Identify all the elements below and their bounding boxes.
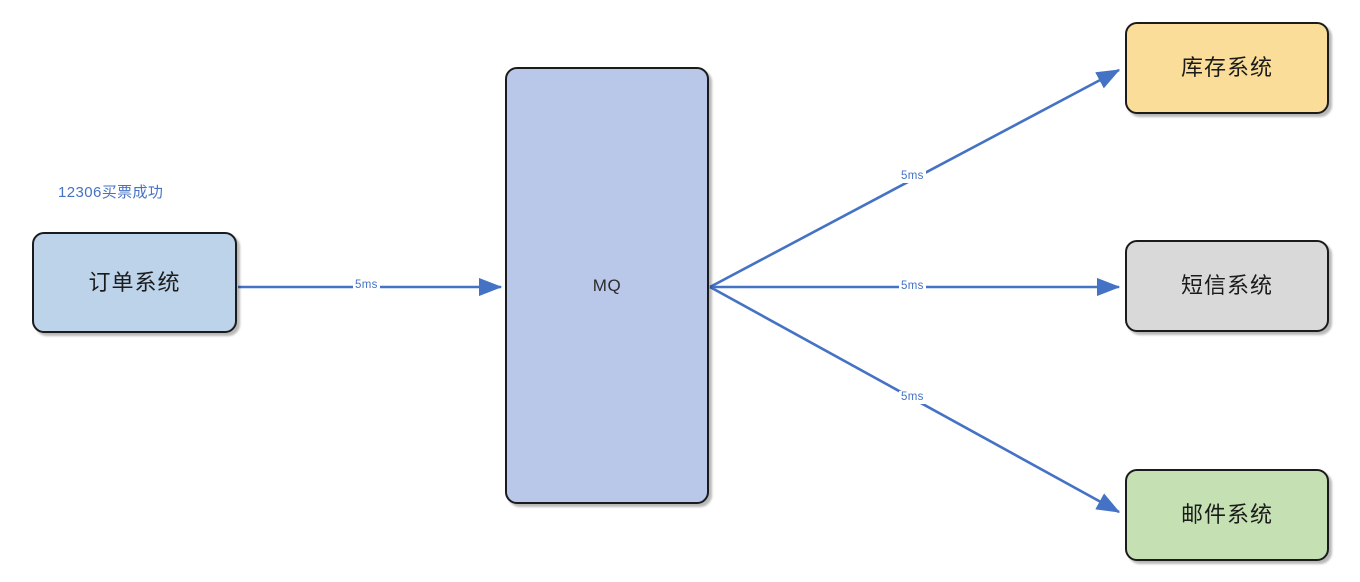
order-success-caption: 12306买票成功 (58, 184, 164, 201)
node-inventory-system[interactable]: 库存系统 (1125, 22, 1329, 114)
node-order-system[interactable]: 订单系统 (32, 232, 237, 333)
edge-label-order-to-mq: 5ms (353, 279, 380, 292)
node-email-system[interactable]: 邮件系统 (1125, 469, 1329, 561)
edge-label-mq-to-email: 5ms (899, 391, 926, 404)
node-sms-system[interactable]: 短信系统 (1125, 240, 1329, 332)
node-email-system-label: 邮件系统 (1180, 502, 1273, 527)
node-mq-label: MQ (592, 276, 622, 295)
edge-label-mq-to-inventory: 5ms (899, 170, 926, 183)
edge-label-mq-to-sms: 5ms (899, 280, 926, 293)
node-mq[interactable]: MQ (505, 67, 709, 504)
node-order-system-label: 订单系统 (88, 269, 181, 295)
node-sms-system-label: 短信系统 (1180, 273, 1273, 298)
node-inventory-system-label: 库存系统 (1180, 55, 1273, 80)
